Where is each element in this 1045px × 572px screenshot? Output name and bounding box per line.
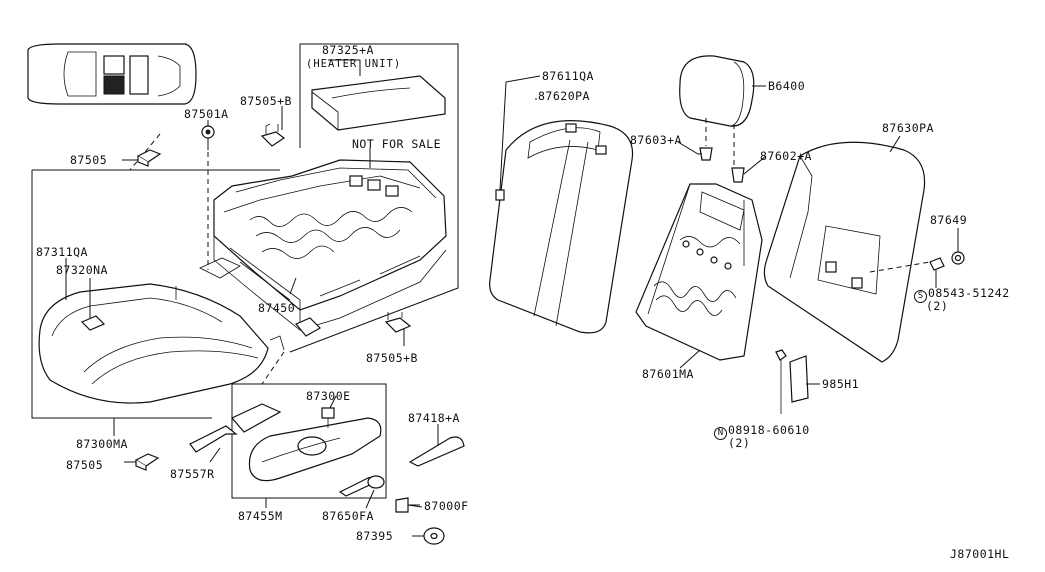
label-87300e: 87300E bbox=[306, 389, 351, 403]
guide-87602a bbox=[731, 167, 745, 183]
label-87418a: 87418+A bbox=[408, 411, 460, 425]
label-87649: 87649 bbox=[930, 213, 968, 227]
knob-87418a bbox=[408, 436, 465, 467]
label-87395: 87395 bbox=[356, 529, 394, 543]
label-87650fa: 87650FA bbox=[322, 509, 374, 523]
label-not-for-sale: NOT FOR SALE bbox=[352, 137, 442, 151]
label-87505-bottom: 87505 bbox=[66, 458, 104, 472]
heater-unit-pad bbox=[311, 75, 446, 131]
finisher-group-frame bbox=[231, 383, 387, 499]
label-87455m: 87455M bbox=[238, 509, 283, 523]
leader-lines bbox=[65, 59, 959, 537]
label-87300ma: 87300MA bbox=[76, 437, 128, 451]
grommet-87501a bbox=[201, 125, 215, 270]
label-qty-08918: (2) bbox=[728, 436, 751, 450]
guide-87603a bbox=[699, 147, 713, 161]
label-87505-top: 87505 bbox=[70, 153, 108, 167]
label-87501a: 87501A bbox=[184, 107, 229, 121]
nut-87649 bbox=[951, 251, 965, 265]
label-87320na: 87320NA bbox=[56, 263, 108, 277]
label-qty-08543: (2) bbox=[926, 299, 949, 313]
clip-87505b-top bbox=[260, 123, 286, 147]
part-number-08918: 08918-60610 bbox=[728, 423, 810, 437]
label-87325a: 87325+A bbox=[322, 43, 374, 57]
label-87450: 87450 bbox=[258, 301, 296, 315]
diagram-code: J87001HL bbox=[950, 547, 1010, 561]
cushion-assembly-frame bbox=[31, 43, 459, 419]
clip-87505b-mid bbox=[384, 312, 412, 333]
n-mark-icon: N bbox=[714, 427, 727, 440]
s-mark-icon: S bbox=[914, 290, 927, 303]
clip-87505-top bbox=[136, 149, 162, 167]
part-number-08543: 08543-51242 bbox=[928, 286, 1010, 300]
label-86400: B6400 bbox=[768, 79, 806, 93]
vehicle-locator-icon bbox=[27, 43, 197, 105]
seatback-back-panel bbox=[763, 141, 931, 363]
label-87620pa: 87620PA bbox=[538, 89, 590, 103]
washer-87395 bbox=[423, 527, 445, 545]
label-87505b-top: 87505+B bbox=[240, 94, 292, 108]
bolt-08543 bbox=[929, 257, 945, 271]
label-87630pa: 87630PA bbox=[882, 121, 934, 135]
label-87000f: 87000F bbox=[424, 499, 469, 513]
seat-cushion-pad bbox=[38, 283, 285, 404]
clip-87505-bottom bbox=[134, 453, 160, 471]
label-87311qa: 87311QA bbox=[36, 245, 88, 259]
seatback-frame bbox=[635, 183, 763, 361]
nut-08918 bbox=[775, 349, 787, 414]
label-heater-unit: (HEATER UNIT) bbox=[306, 58, 402, 70]
headrest bbox=[679, 55, 755, 166]
seatback-pad bbox=[489, 120, 634, 334]
escutcheon-87650fa bbox=[338, 475, 385, 497]
trim-985h1 bbox=[789, 355, 809, 403]
label-87602a: 87602+A bbox=[760, 149, 812, 163]
label-87603a: 87603+A bbox=[630, 133, 682, 147]
label-87601ma: 87601MA bbox=[642, 367, 694, 381]
label-87611qa: 87611QA bbox=[542, 69, 594, 83]
label-87557r: 87557R bbox=[170, 467, 215, 481]
label-87505b-mid: 87505+B bbox=[366, 351, 418, 365]
label-985h1: 985H1 bbox=[822, 377, 860, 391]
finisher-87557r bbox=[189, 403, 282, 453]
side-finisher-87455m bbox=[248, 417, 382, 482]
seat-cushion-frame bbox=[199, 159, 447, 337]
